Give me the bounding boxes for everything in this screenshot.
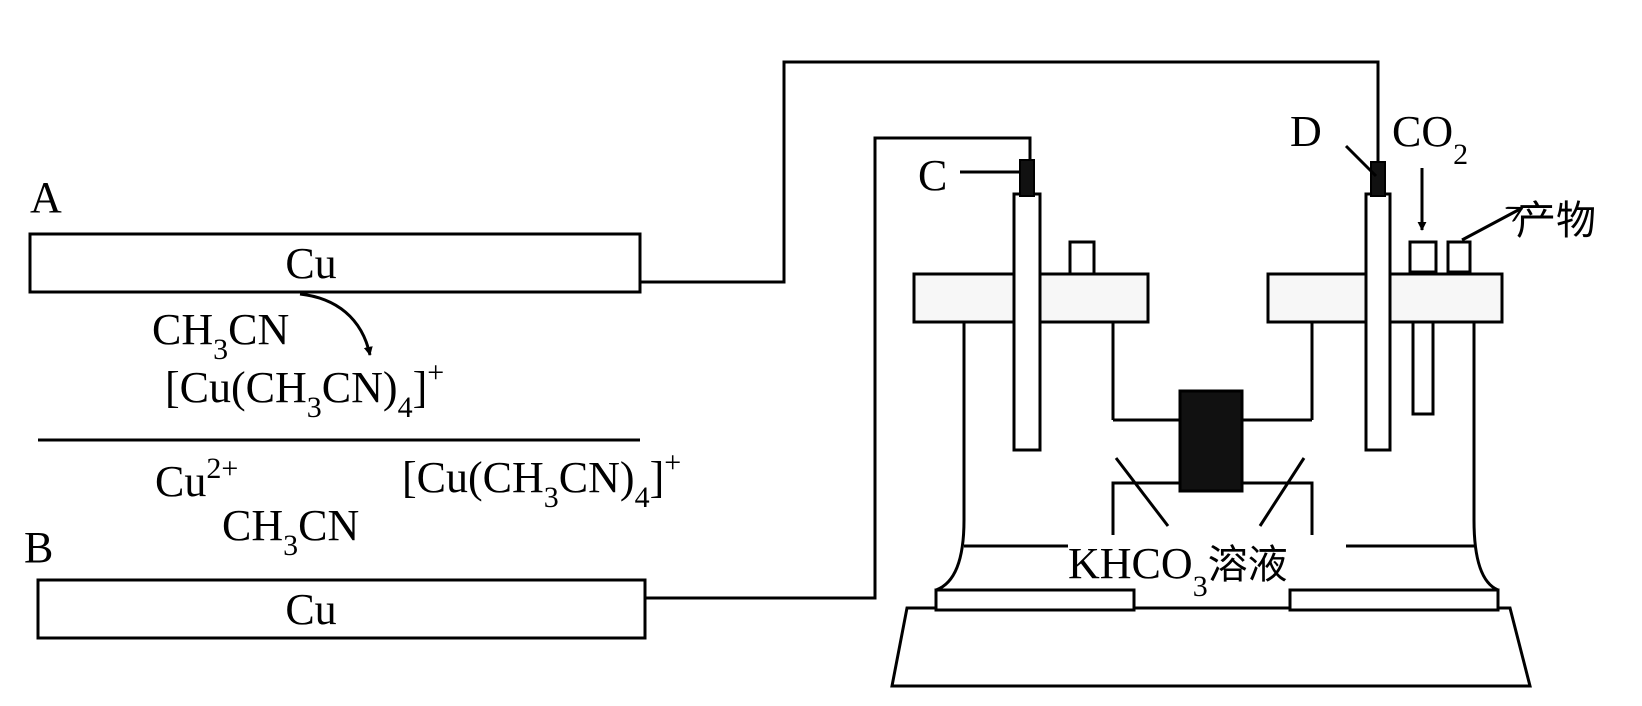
species-ch3cn-bottom: CH3CN <box>222 501 359 562</box>
copper-electrode-b-label: Cu <box>285 585 336 634</box>
product-outlet-arrow <box>1461 206 1522 242</box>
reaction-arrow <box>299 292 373 356</box>
electrode-label-c: C <box>918 151 947 200</box>
cell-base-stand <box>890 606 1532 688</box>
electrode-label-a: A <box>30 173 62 222</box>
co2-inlet-top <box>1408 240 1438 274</box>
wire-b-to-c <box>645 136 1032 600</box>
copper-electrode-a-label: Cu <box>285 239 336 288</box>
electrode-d-pointer <box>1344 144 1378 178</box>
species-complex-bottom: [Cu(CH3CN)4]+ <box>402 446 681 514</box>
electrode-c-terminal <box>1019 159 1035 197</box>
left-vent-port <box>1068 240 1096 276</box>
left-chamber-outer-wall <box>935 322 966 592</box>
right-chamber-outer-wall <box>1472 322 1499 592</box>
electrode-c-rod <box>1012 192 1042 452</box>
copper-electrode-a <box>28 232 642 294</box>
electrode-d-rod <box>1364 192 1392 452</box>
co2-label: CO2 <box>1392 107 1468 171</box>
left-bridge-tube-bottom <box>1111 481 1180 535</box>
electrode-label-d: D <box>1290 107 1322 156</box>
left-foot-pad <box>934 588 1136 612</box>
electrode-d-terminal <box>1370 161 1386 197</box>
solution-pointer-right <box>1258 457 1306 527</box>
right-foot-pad <box>1288 588 1500 612</box>
electrode-label-b: B <box>24 523 53 572</box>
copper-electrode-b <box>36 578 647 640</box>
co2-inlet-tube <box>1411 320 1435 416</box>
solution-pointer-left <box>1114 457 1170 527</box>
product-label: 产物 <box>1516 198 1596 244</box>
right-bridge-tube-bottom <box>1242 481 1314 535</box>
wire-a-to-d <box>640 60 1380 284</box>
solution-label: KHCO3溶液 <box>1068 539 1288 603</box>
species-complex-top: [Cu(CH3CN)4]+ <box>165 356 444 424</box>
product-outlet-port <box>1446 240 1472 274</box>
species-cu2plus: Cu2+ <box>155 452 238 506</box>
ion-exchange-membrane <box>1178 389 1244 493</box>
species-ch3cn-top: CH3CN <box>152 305 289 366</box>
